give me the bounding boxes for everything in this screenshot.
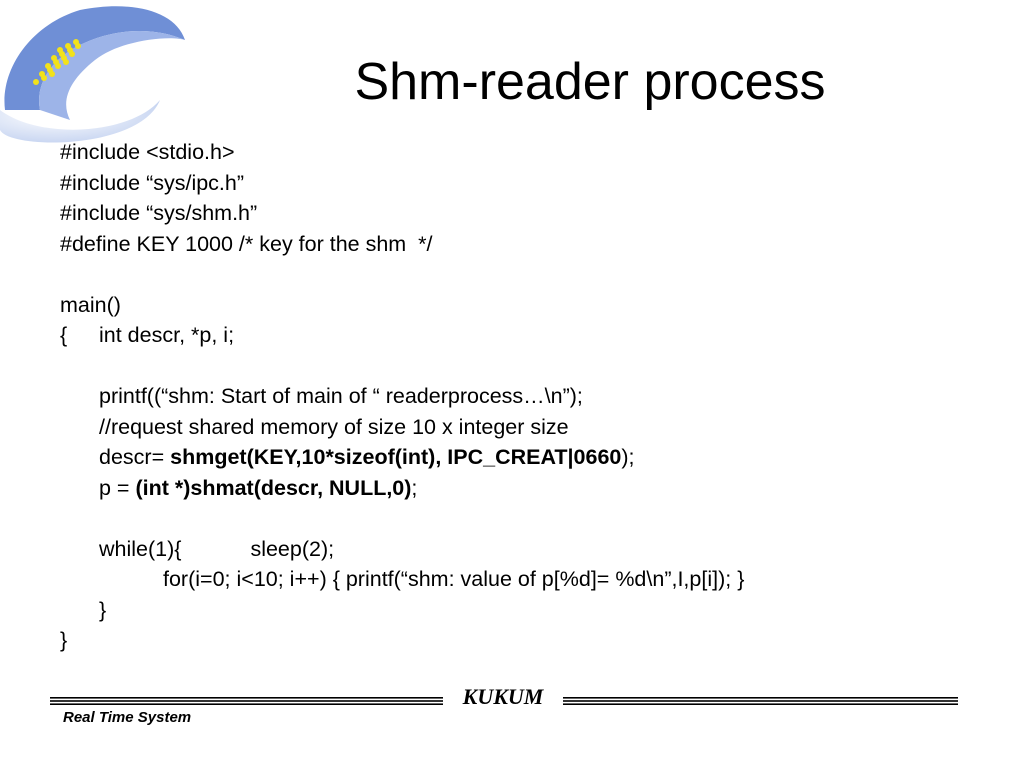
code-segment: while(1){ bbox=[99, 536, 182, 561]
code-line: //request shared memory of size 10 x int… bbox=[99, 414, 569, 439]
code-line: { int descr, *p, i; bbox=[60, 320, 1000, 351]
code-line: for(i=0; i<10; i++) { printf(“shm: value… bbox=[163, 567, 745, 591]
footer-course-label: Real Time System bbox=[63, 709, 192, 726]
code-line: descr= shmget(KEY,10*sizeof(int), IPC_CR… bbox=[60, 442, 1000, 473]
code-segment-bold: (int *)shmat(descr, NULL,0) bbox=[135, 475, 412, 500]
code-line: #include <stdio.h> bbox=[60, 140, 235, 164]
blank-line bbox=[60, 503, 1000, 534]
code-segment: int descr, *p, i; bbox=[99, 323, 235, 347]
code-segment: ); bbox=[621, 445, 635, 469]
code-segment: p = bbox=[99, 475, 136, 500]
code-line: #include “sys/shm.h” bbox=[60, 201, 258, 225]
code-line: printf((“shm: Start of main of “ readerp… bbox=[99, 384, 583, 408]
code-line: } bbox=[60, 628, 68, 652]
footer-brand: KUKUM bbox=[443, 684, 563, 710]
code-segment-bold: shmget(KEY,10*sizeof(int), IPC_CREAT|066… bbox=[170, 445, 622, 469]
code-line: main() bbox=[60, 292, 121, 317]
university-logo-icon bbox=[0, 6, 186, 143]
code-segment: sleep(2); bbox=[250, 536, 335, 561]
code-line: while(1){ sleep(2); bbox=[60, 534, 1000, 565]
open-brace: { bbox=[60, 323, 68, 347]
blank-line bbox=[60, 259, 1000, 290]
code-line: #define KEY 1000 /* key for the shm */ bbox=[60, 231, 433, 256]
code-line: p = (int *)shmat(descr, NULL,0); bbox=[60, 473, 1000, 504]
code-segment: ; bbox=[411, 475, 418, 500]
code-line: } bbox=[99, 597, 107, 622]
slide-title: Shm-reader process bbox=[354, 53, 826, 111]
code-block: #include <stdio.h> #include “sys/ipc.h” … bbox=[60, 137, 1000, 656]
code-line: #include “sys/ipc.h” bbox=[60, 170, 245, 195]
code-segment: descr= bbox=[99, 445, 171, 469]
blank-line bbox=[60, 351, 1000, 382]
